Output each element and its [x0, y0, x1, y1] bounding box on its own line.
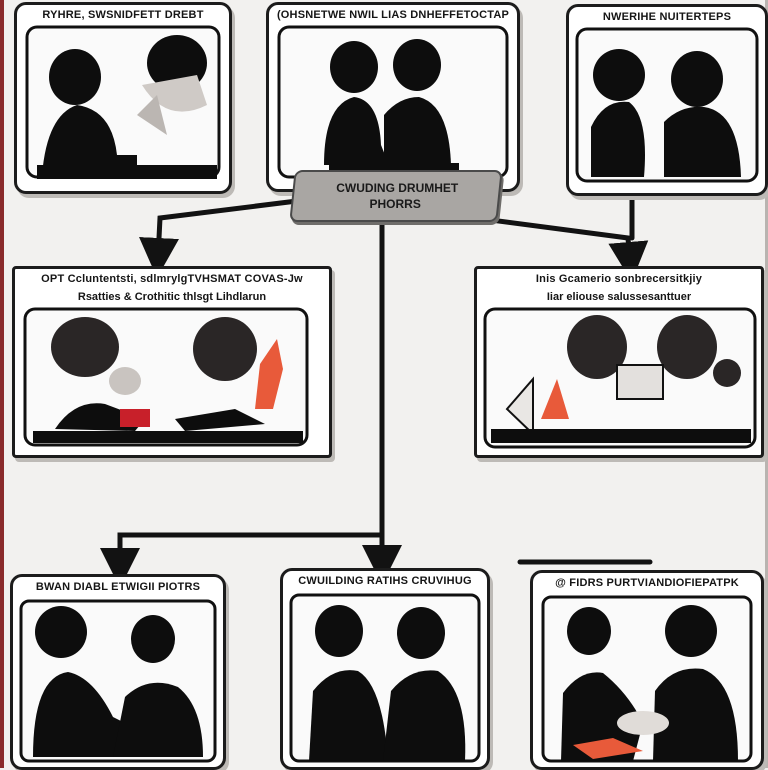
panel-bottom-center: CWUILDING RATIHS CRUVIHUG: [280, 568, 490, 770]
panel-label: NWERIHE NUITERTEPS: [602, 11, 732, 23]
panel-label: Inis Gcamerio sonbrecersitkjiy: [535, 273, 703, 285]
central-topic-line2: PHORRS: [369, 197, 421, 211]
scene-two-people-illustration: [277, 25, 509, 179]
scene-meeting-illustration: [23, 307, 309, 447]
connector-to-bottom-left: [100, 532, 385, 588]
panel-top-left: RYHRE, SWSNIDFETT DREBT: [14, 2, 232, 194]
right-frame-edge: [765, 0, 768, 768]
scene-office-illustration: [483, 307, 757, 449]
panel-bottom-right: @ FIDRS PURTVIANDIOFIEPATPK: [530, 570, 764, 770]
panel-label: @ FIDRS PURTVIANDIOFIEPATPK: [555, 577, 739, 589]
panel-top-right: NWERIHE NUITERTEPS: [566, 4, 768, 196]
central-topic-node: CWUDING DRUMHET PHORRS: [289, 170, 503, 222]
left-frame-edge: [0, 0, 4, 768]
panel-bottom-left: BWAN DIABL ETWIGII PIOTRS: [10, 574, 226, 770]
scene-handshake-illustration: [19, 599, 217, 763]
scene-collaboration-illustration: [541, 595, 753, 763]
panel-top-center: (OHSNETWE NWIL LIAS DNHEFFETOCTAP: [266, 2, 520, 192]
panel-label: BWAN DIABL ETWIGII PIOTRS: [35, 581, 201, 593]
panel-label: RYHRE, SWSNIDFETT DREBT: [42, 9, 204, 21]
connector-to-mid-left: [139, 197, 308, 278]
panel-label: (OHSNETWE NWIL LIAS DNHEFFETOCTAP: [276, 9, 510, 21]
scene-consultation-illustration: [575, 27, 759, 183]
panel-sublabel: Iiar eliouse salussesanttuer: [546, 291, 692, 303]
panel-sublabel: Rsatties & Crothitic thlsgt Lihdlarun: [77, 291, 267, 303]
panel-label: OPT Ccluntentsti, sdlmrylgTVHSMAT COVAS-…: [41, 273, 303, 285]
scene-discussion-illustration: [289, 593, 481, 763]
panel-mid-left: OPT Ccluntentsti, sdlmrylgTVHSMAT COVAS-…: [12, 266, 332, 458]
panel-label: CWUILDING RATIHS CRUVIHUG: [298, 575, 472, 587]
central-topic-line1: CWUDING DRUMHET: [336, 181, 459, 195]
panel-mid-right: Inis Gcamerio sonbrecersitkjiy Iiar elio…: [474, 266, 764, 458]
scene-conversation-illustration: [25, 25, 221, 179]
